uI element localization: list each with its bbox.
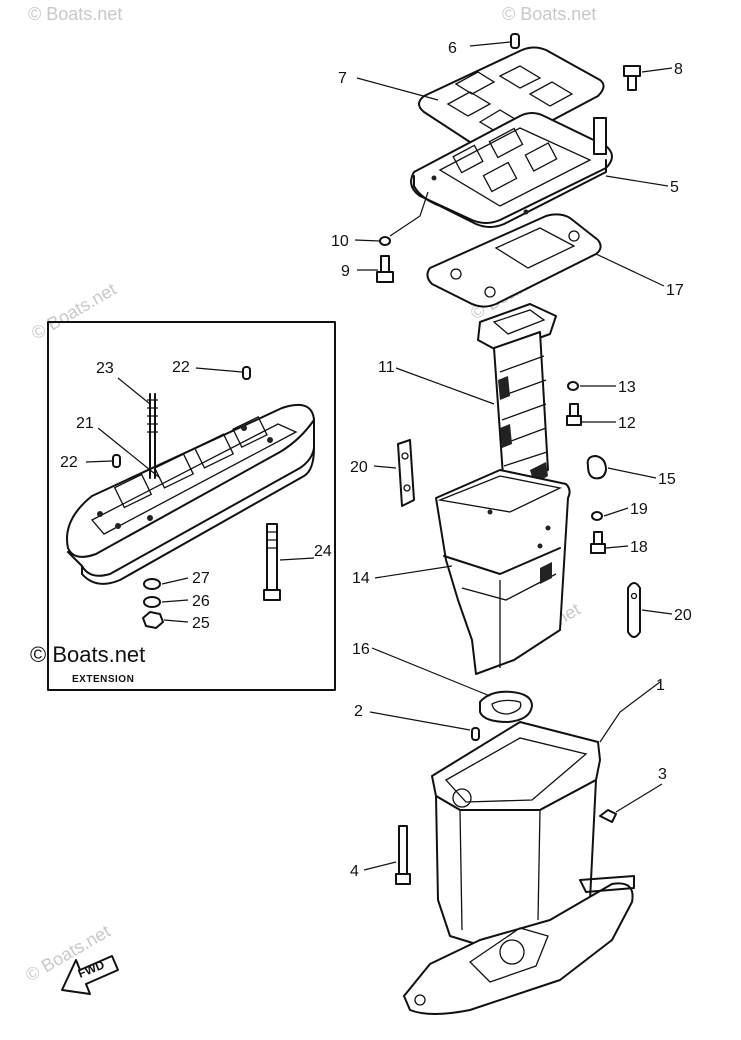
callout-2: 2 <box>354 703 363 720</box>
callout-22b: 22 <box>60 454 78 471</box>
top-dowel-pin <box>510 33 520 49</box>
callout-6: 6 <box>448 40 457 57</box>
callout-4: 4 <box>350 863 359 880</box>
callout-11: 11 <box>378 359 395 376</box>
callout-25: 25 <box>192 615 210 632</box>
callout-24: 24 <box>314 543 332 560</box>
rubber-mount-left <box>397 439 415 507</box>
callout-labels: 6 7 8 5 10 9 17 11 13 12 15 20 19 18 14 … <box>60 40 692 880</box>
upper-mount-plate <box>410 112 613 228</box>
spring-washer <box>143 596 161 608</box>
mount-bolt <box>376 255 394 283</box>
callout-5: 5 <box>670 179 679 196</box>
callout-14: 14 <box>352 570 370 587</box>
callout-18: 18 <box>630 539 648 556</box>
bolt-18 <box>590 531 606 554</box>
callout-26: 26 <box>192 593 210 610</box>
top-bolt <box>623 65 641 91</box>
upper-casing <box>435 469 571 675</box>
callout-19: 19 <box>630 501 648 518</box>
callout-9: 9 <box>341 263 350 280</box>
leader-lines <box>85 41 673 871</box>
watermark-top-right: © Boats.net <box>502 4 596 24</box>
callout-20b: 20 <box>674 607 692 624</box>
callout-10: 10 <box>331 233 349 250</box>
extension-inset: © Boats.net EXTENSION <box>30 321 336 691</box>
exhaust-guide <box>477 303 557 491</box>
long-bolt <box>263 523 281 601</box>
top-gasket <box>418 46 605 152</box>
bolt-4 <box>395 825 411 885</box>
callout-1: 1 <box>656 677 665 694</box>
bolt-12 <box>566 403 582 426</box>
rubber-mount-right <box>627 582 641 638</box>
lower-casing <box>403 721 635 1015</box>
callout-17: 17 <box>666 282 684 299</box>
clip-3 <box>599 809 617 823</box>
grommet-15 <box>586 455 607 480</box>
callout-20a: 20 <box>350 459 368 476</box>
inset-watermark: © Boats.net <box>30 642 145 667</box>
inset-frame <box>47 321 336 691</box>
callout-16: 16 <box>352 641 370 658</box>
callout-23: 23 <box>96 360 114 377</box>
callout-13: 13 <box>618 379 636 396</box>
stud <box>147 393 158 479</box>
watermark-top-left: © Boats.net <box>28 4 122 24</box>
callout-12: 12 <box>618 415 636 432</box>
nut <box>142 611 164 629</box>
callout-27: 27 <box>192 570 210 587</box>
callout-3: 3 <box>658 766 667 783</box>
washer-small <box>379 236 391 246</box>
seal-16 <box>479 690 533 723</box>
dowel-pin-a <box>242 366 251 380</box>
extension-plate <box>66 404 315 585</box>
callout-21: 21 <box>76 415 94 432</box>
washer <box>143 578 161 590</box>
callout-8: 8 <box>674 61 683 78</box>
dowel-pin-2 <box>471 727 480 741</box>
dowel-pin-b <box>112 454 121 468</box>
watermark-inset: © Boats.net <box>28 279 120 343</box>
mid-gasket <box>426 213 602 308</box>
callout-22a: 22 <box>172 359 190 376</box>
inset-title: EXTENSION <box>72 674 134 685</box>
callout-15: 15 <box>658 471 676 488</box>
washer-13 <box>567 381 579 391</box>
washer-19 <box>591 511 603 521</box>
callout-7: 7 <box>338 70 347 87</box>
